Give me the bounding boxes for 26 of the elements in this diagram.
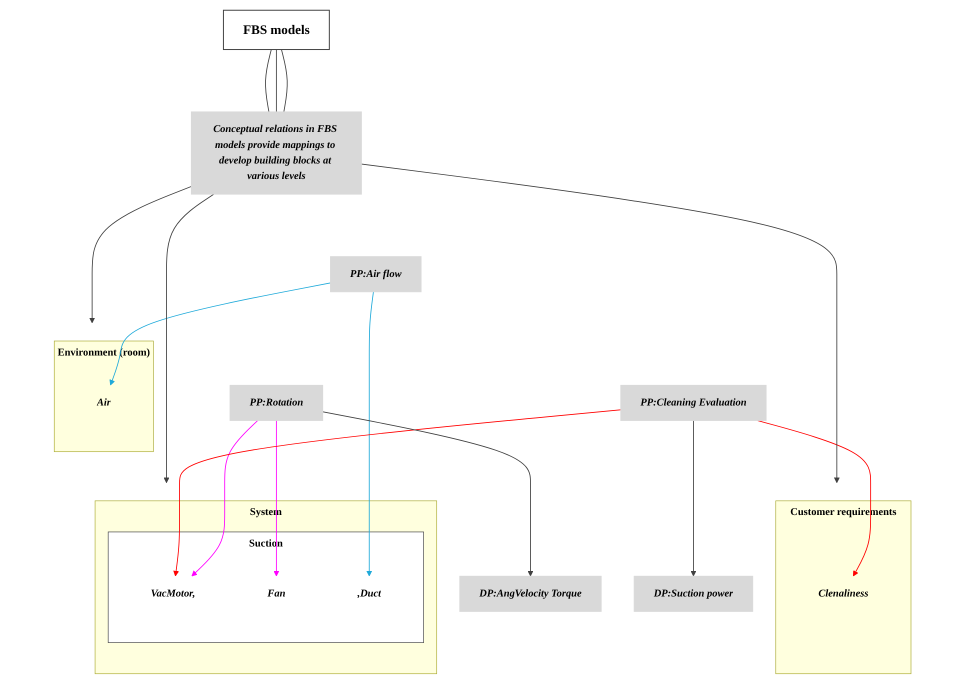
arrow [192, 420, 258, 576]
node-text: Air [97, 397, 112, 408]
node-box: DP:AngVelocity Torque [460, 576, 602, 612]
node-text: Clenaliness [818, 588, 869, 600]
arrow [366, 291, 374, 576]
arrow [174, 409, 622, 576]
arrow [274, 420, 280, 576]
arrow [90, 186, 192, 324]
connector [265, 49, 272, 112]
node-box: DP:Suction power [634, 576, 754, 612]
arrow [758, 420, 872, 576]
node-text: Fan [268, 588, 286, 600]
arrow [164, 194, 215, 484]
node-box: PP:Cleaning Evaluation [620, 384, 767, 421]
arrow [690, 420, 697, 576]
node-box: PP:Air flow [330, 256, 422, 292]
node-box: Conceptual relations in FBS models provide mappings to develop building blocks at various levels [191, 111, 362, 195]
node-box: PP:Rotation [230, 384, 324, 421]
arrow [322, 411, 534, 576]
arrow [110, 282, 332, 386]
node-text: ,Duct [358, 588, 382, 600]
arrow [361, 164, 840, 484]
node-text: VacMotor, [151, 588, 196, 600]
node-box: FBS models [223, 10, 330, 50]
connector [281, 49, 288, 112]
connector [276, 49, 278, 112]
